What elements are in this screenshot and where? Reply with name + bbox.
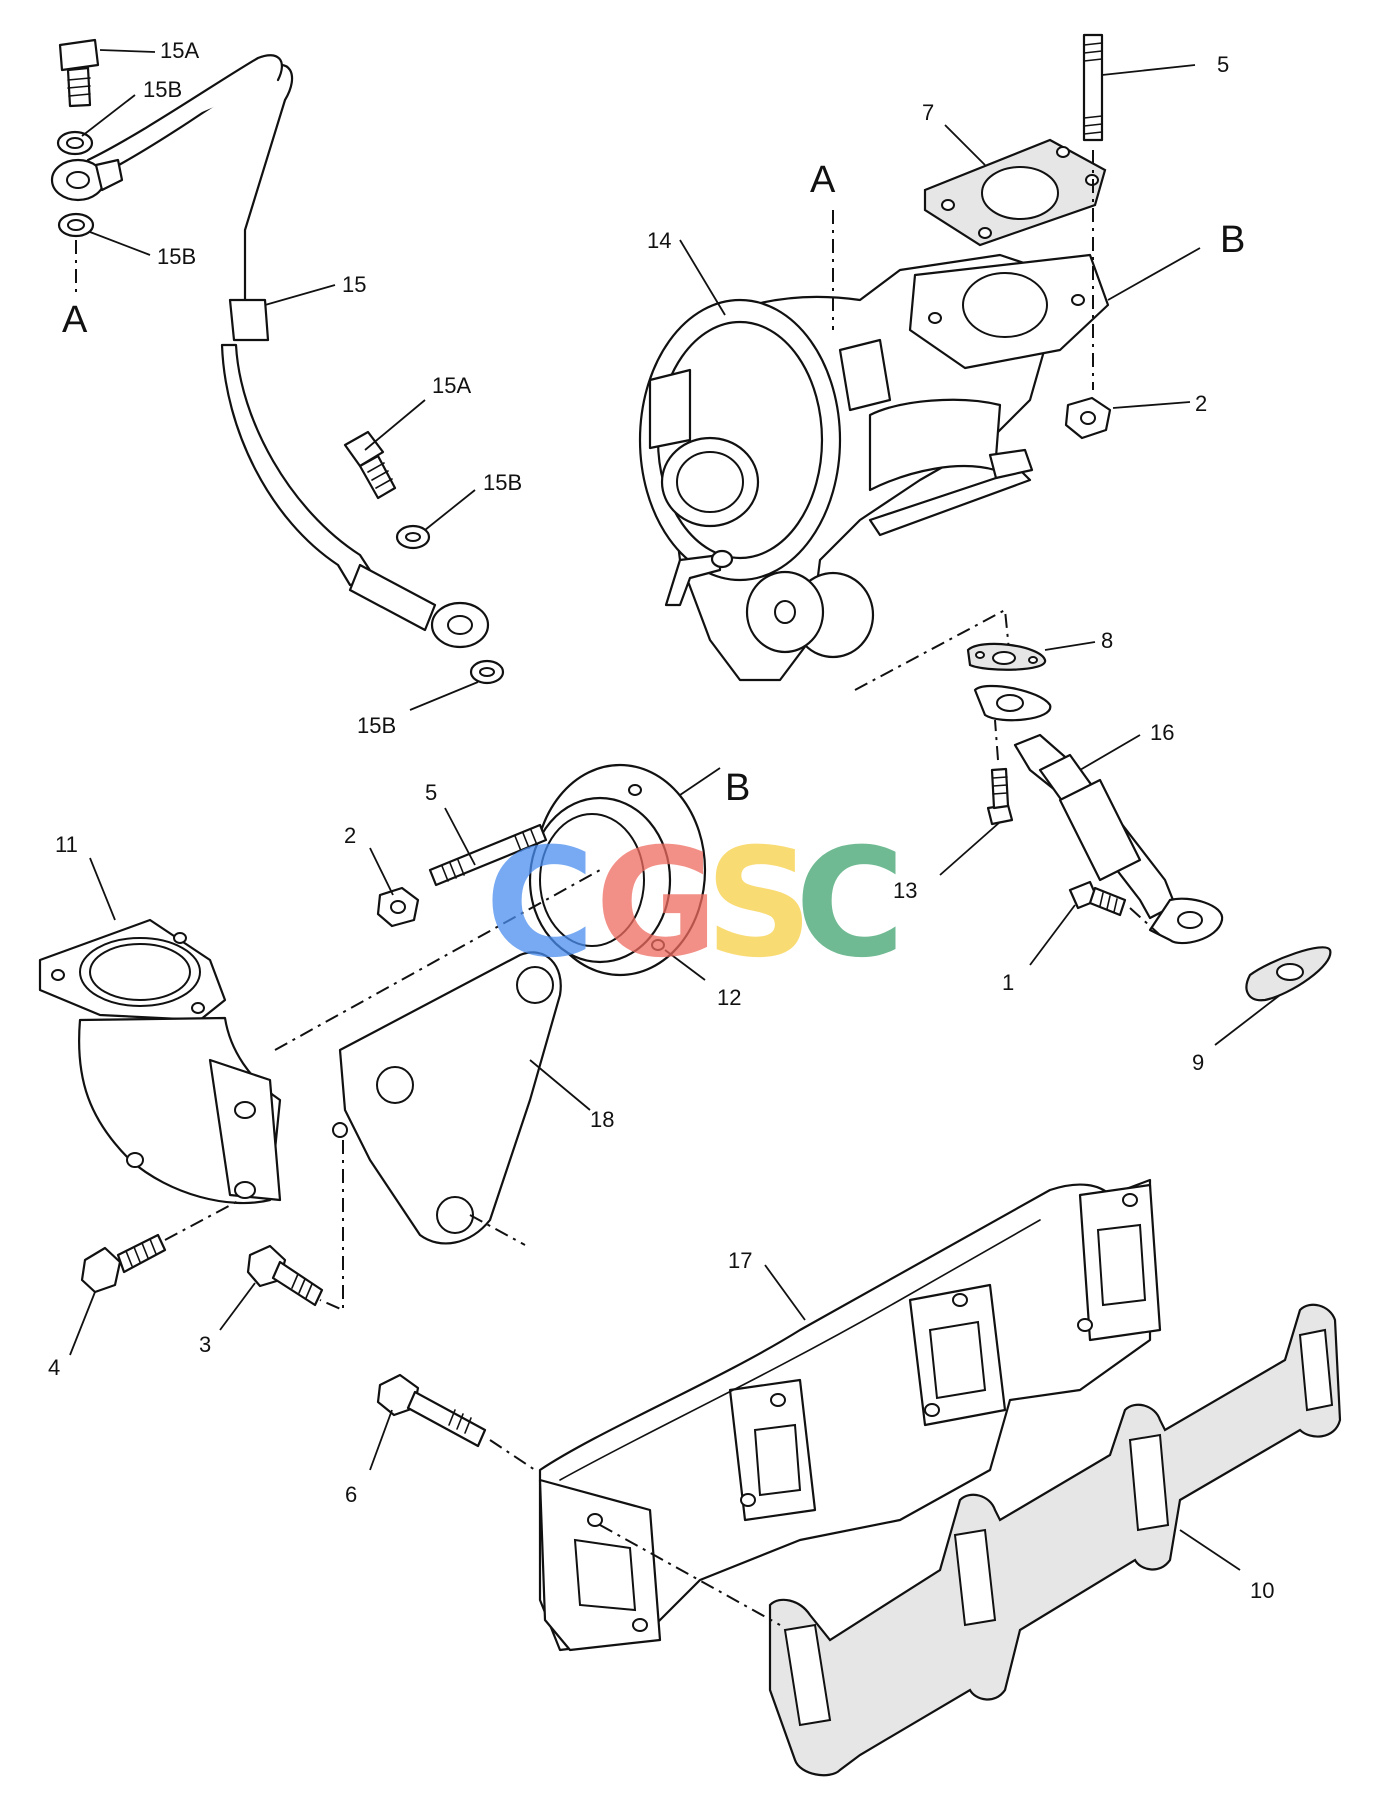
exhaust-manifold-17: [538, 1178, 1162, 1652]
bolt-13: [986, 767, 1014, 826]
ref-B-mid: B: [725, 767, 750, 809]
watermark-letter-3: S: [705, 817, 813, 991]
centerline-gasket-10: [599, 1524, 781, 1626]
label-15A-top: 15A: [160, 38, 199, 63]
stud-5-top: [1082, 33, 1104, 142]
banjo-fitting-top: [50, 158, 124, 202]
label-14: 14: [647, 228, 671, 253]
bolt-1: [1068, 880, 1127, 917]
oil-drain-tube-16: [973, 684, 1224, 945]
watermark-letter-2: G: [595, 817, 718, 991]
nut-2-mid: [376, 886, 420, 928]
label-8: 8: [1101, 628, 1113, 653]
centerline-bolt-13: [994, 719, 999, 761]
label-15A-mid: 15A: [432, 373, 471, 398]
centerline-drain: [854, 608, 1011, 691]
label-5-top: 5: [1217, 52, 1229, 77]
ref-B-top: B: [1220, 219, 1245, 261]
washer-15B-bottom: [469, 659, 505, 685]
label-17: 17: [728, 1248, 752, 1273]
washer-15B-top-2: [57, 212, 95, 238]
manifold-gasket-10: [768, 1303, 1342, 1777]
bracket-18: [332, 951, 562, 1245]
centerline-bracket: [469, 1214, 526, 1246]
centerline-bolt-3: [319, 1140, 344, 1312]
label-15B-top-2: 15B: [157, 244, 196, 269]
gasket-7: [923, 138, 1107, 247]
ref-A-left: A: [62, 299, 88, 341]
label-15B-mid: 15B: [483, 470, 522, 495]
part-labels: 15A 15B 15B A 15 15A 15B 15B 5 7 A 14 B …: [48, 38, 1274, 1603]
leader-lines: [69, 49, 1281, 1571]
bolt-6: [376, 1373, 487, 1448]
centerline-bolt-4: [164, 1199, 241, 1241]
label-2-top: 2: [1195, 391, 1207, 416]
label-15B-bottom: 15B: [357, 713, 396, 738]
label-6: 6: [345, 1482, 357, 1507]
watermark-letter-4: C: [795, 817, 905, 991]
label-11: 11: [55, 832, 78, 857]
turbine-outlet-flange-B: [908, 253, 1110, 370]
gasket-9: [1245, 946, 1332, 1002]
label-2-mid: 2: [344, 823, 356, 848]
label-3: 3: [199, 1332, 211, 1357]
label-10: 10: [1250, 1578, 1274, 1603]
label-15B-top-1: 15B: [143, 77, 182, 102]
exhaust-elbow-11: [38, 918, 282, 1205]
label-16: 16: [1150, 720, 1174, 745]
watermark-letter-1: C: [485, 817, 595, 991]
washer-15B-mid: [395, 524, 431, 550]
centerline-bolt-1: [1129, 907, 1161, 936]
flange-12: [528, 763, 707, 977]
nut-2-top: [1064, 396, 1112, 440]
label-12: 12: [717, 985, 741, 1010]
label-1: 1: [1002, 970, 1014, 995]
stud-5-mid: [428, 823, 548, 887]
label-9: 9: [1192, 1050, 1204, 1075]
label-18: 18: [590, 1107, 614, 1132]
bolt-4: [80, 1233, 167, 1294]
oil-feed-line-15: [86, 54, 490, 649]
banjo-bolt-15A-mid: [343, 430, 397, 500]
label-4: 4: [48, 1355, 60, 1380]
label-13: 13: [893, 878, 917, 903]
bolt-3: [246, 1244, 324, 1307]
ref-A-top: A: [810, 159, 836, 201]
cgsc-watermark: C G S C: [485, 817, 905, 991]
turbocharger-14: [638, 253, 1062, 682]
centerline-bolt-6: [489, 1439, 536, 1471]
centerline-elbow-flange: [274, 869, 601, 1051]
label-5-mid: 5: [425, 780, 437, 805]
banjo-bolt-15A-top: [58, 38, 100, 108]
label-15: 15: [342, 272, 366, 297]
label-7: 7: [922, 100, 934, 125]
gasket-8: [966, 642, 1047, 671]
washer-15B-top-1: [56, 130, 94, 156]
